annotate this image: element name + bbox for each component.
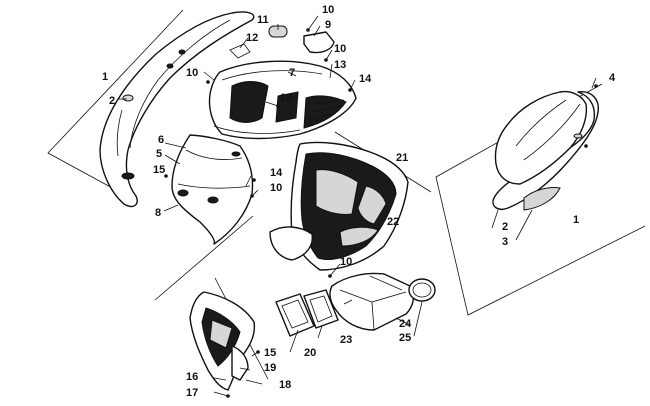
left-fairing-emblem	[122, 94, 134, 102]
air-box-console	[269, 141, 409, 271]
callout-22: 22	[387, 216, 399, 228]
callout-3: 3	[502, 236, 508, 248]
callout-10-hood-right: 10	[334, 43, 346, 55]
callout-17: 17	[186, 387, 198, 399]
right-fairing-decal	[523, 187, 561, 211]
callout-15-lower: 15	[264, 347, 276, 359]
callout-1-left-fairing: 1	[102, 71, 108, 83]
hood-assembly	[208, 60, 357, 140]
callout-13: 13	[334, 59, 346, 71]
callout-10-hood-left: 10	[186, 67, 198, 79]
cover-bracket-part-9	[303, 31, 335, 54]
callout-14-console: 14	[270, 167, 283, 179]
clamp-ring-part-25	[408, 278, 436, 302]
callout-labels: 1 2 5 6 15 8 10 12 11 10 9 10 7 13 14 10…	[102, 4, 616, 399]
callout-10-air-box: 10	[340, 256, 352, 268]
right-fairing-emblem	[573, 133, 583, 139]
callout-10-hood-center: 10	[280, 92, 292, 104]
callout-10-top: 10	[322, 4, 334, 16]
callout-21: 21	[396, 152, 408, 164]
callout-2-right-emblem: 2	[502, 221, 508, 233]
callout-12: 12	[246, 32, 258, 44]
upper-nose-panel	[171, 134, 254, 245]
callout-8: 8	[155, 207, 161, 219]
right-side-fairing	[492, 90, 599, 211]
left-side-fairing	[99, 11, 255, 208]
callout-6: 6	[158, 134, 164, 146]
left-fairing-vent	[121, 172, 135, 180]
callout-5: 5	[156, 148, 162, 160]
callout-4: 4	[609, 72, 616, 84]
callout-23: 23	[340, 334, 352, 346]
callout-2-left-emblem: 2	[109, 95, 115, 107]
callout-20: 20	[304, 347, 316, 359]
leader-lines	[118, 15, 597, 397]
callout-15-upper: 15	[153, 164, 165, 176]
callout-11: 11	[257, 14, 269, 26]
callout-19: 19	[264, 362, 276, 374]
seals-and-clamp	[275, 278, 436, 337]
callout-14-hood: 14	[359, 73, 372, 85]
callout-24: 24	[399, 318, 412, 330]
callout-25: 25	[399, 332, 411, 344]
lower-nose-panel	[189, 291, 256, 391]
callout-10-console: 10	[270, 182, 282, 194]
callout-16: 16	[186, 371, 198, 383]
callout-1-right-fairing: 1	[573, 214, 579, 226]
fastener-points	[164, 28, 598, 398]
callout-9: 9	[325, 19, 331, 31]
callout-7: 7	[289, 67, 295, 79]
callout-18: 18	[279, 379, 291, 391]
